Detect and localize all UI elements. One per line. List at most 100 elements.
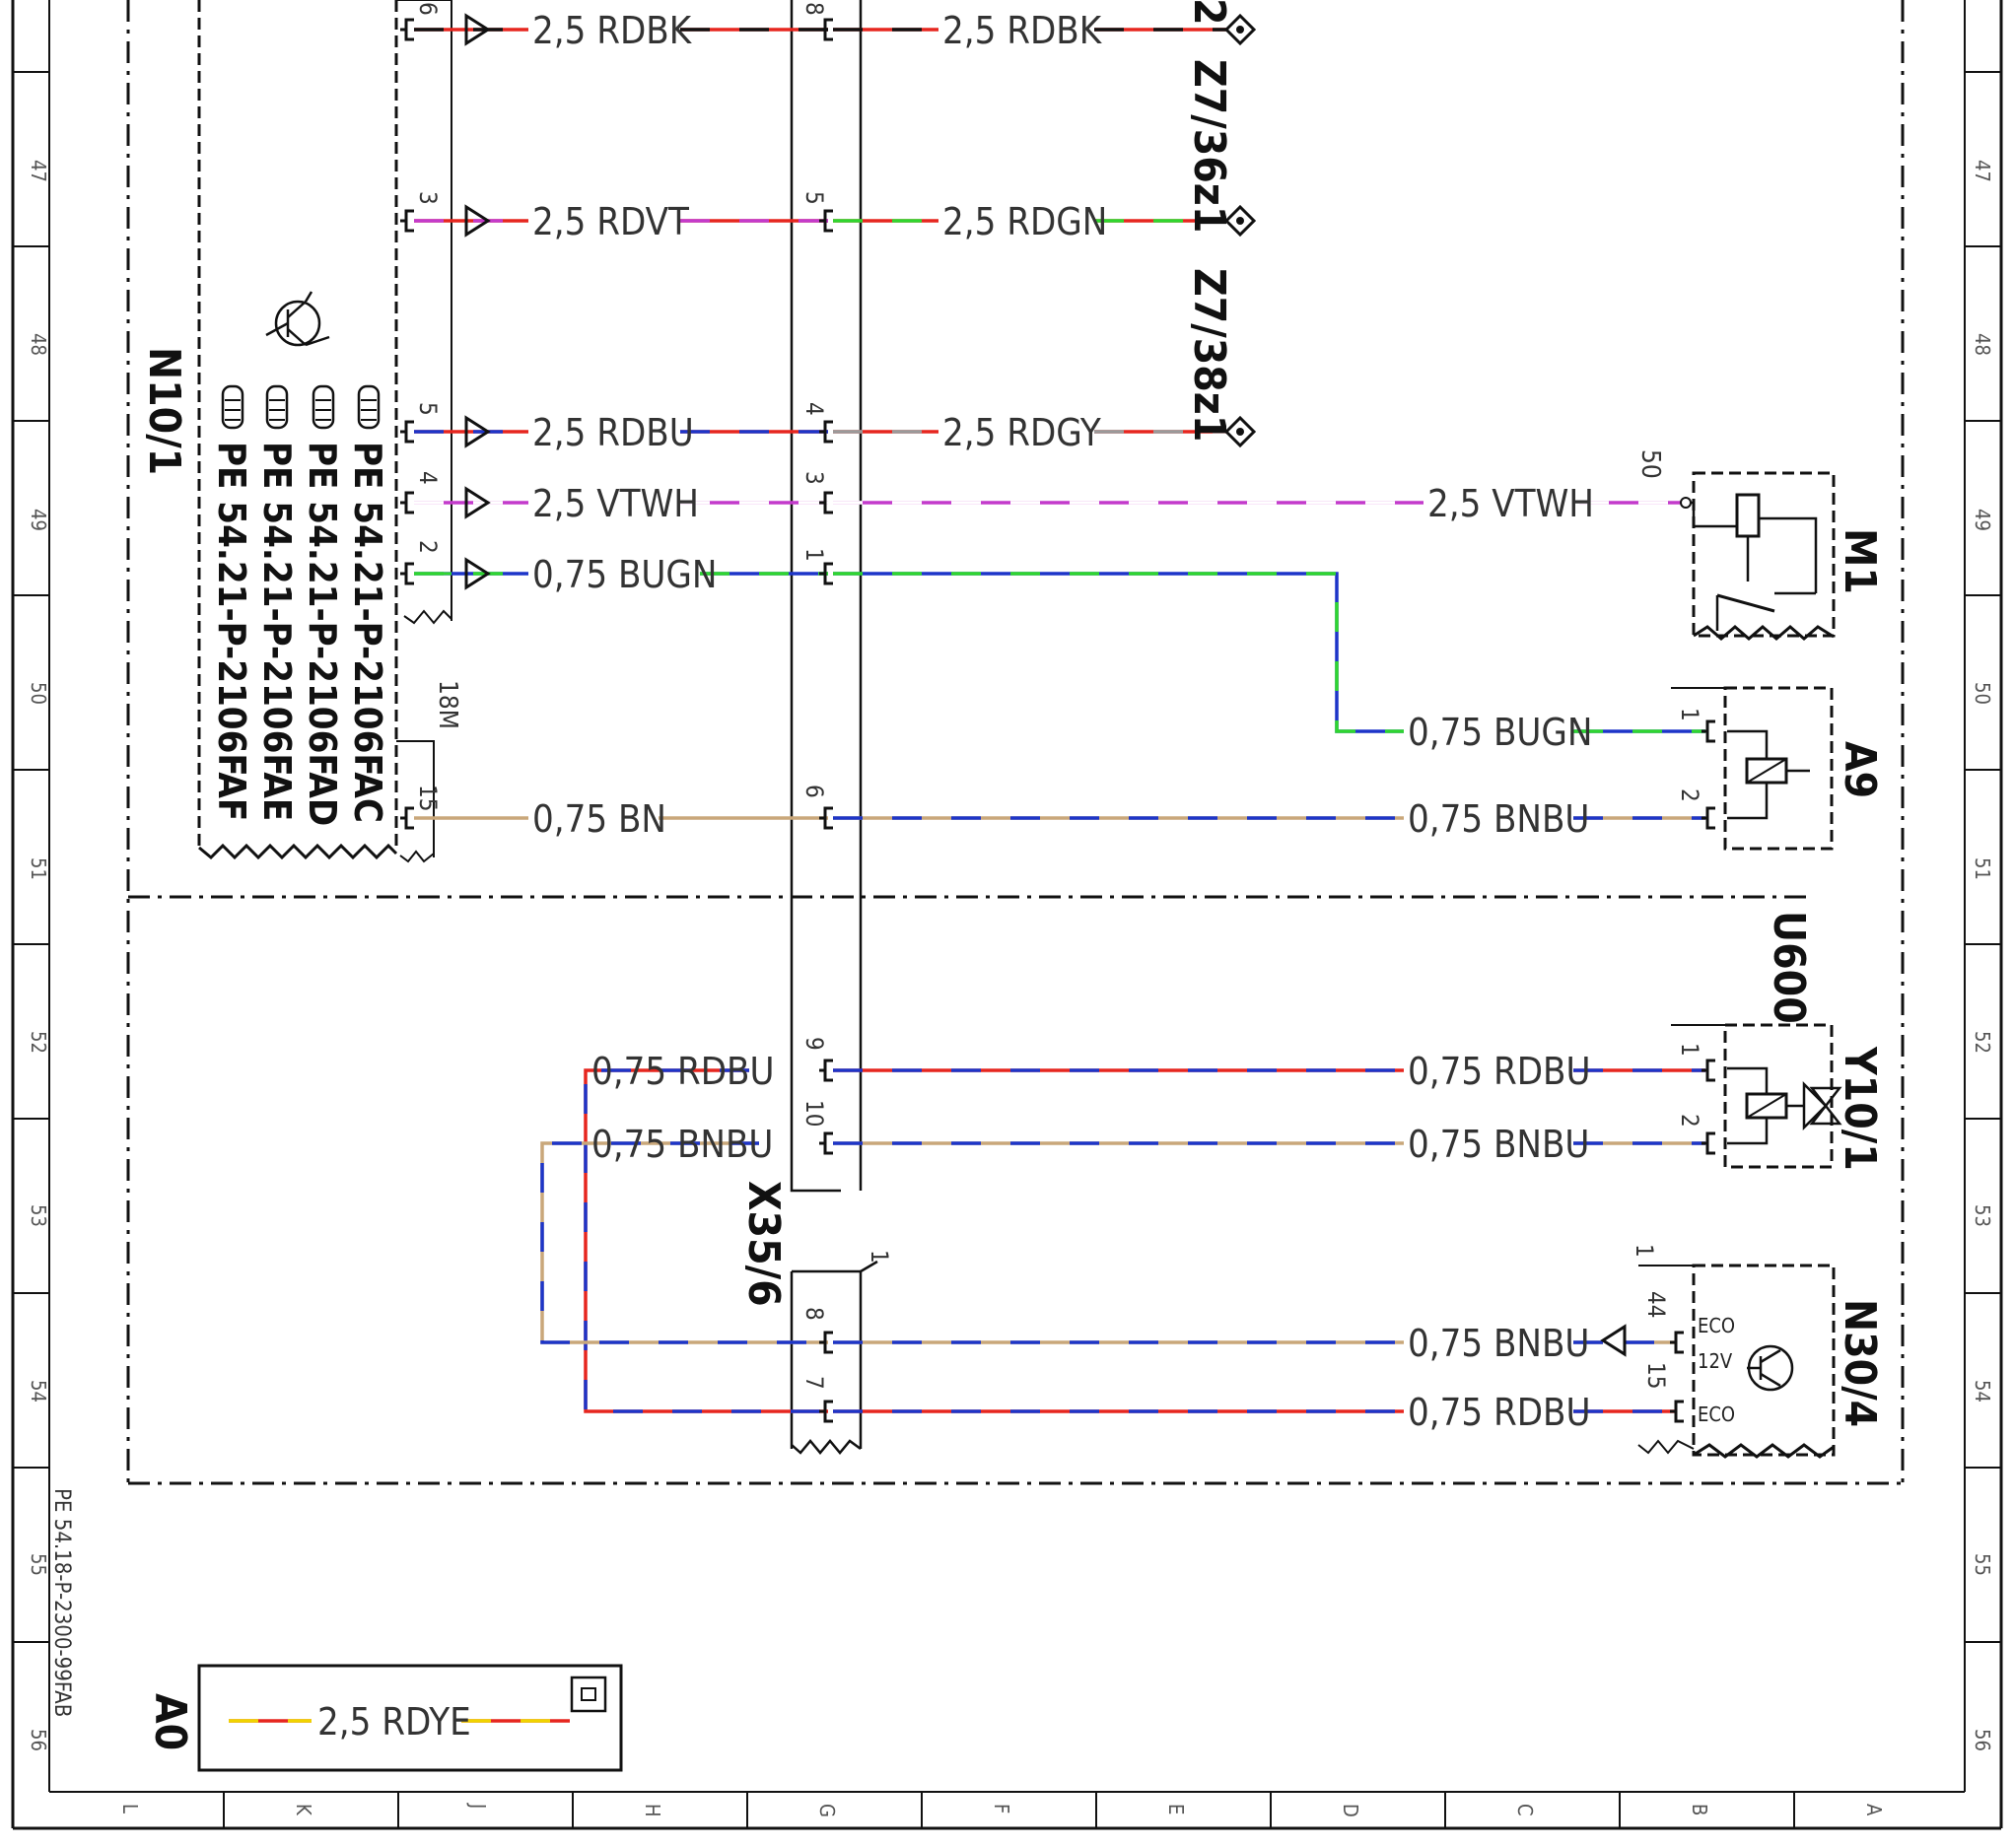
row-label: 53 [1971,1204,1994,1227]
sheet-frame [11,0,2003,1830]
pin-socket-icon [819,1400,833,1423]
row-label: 56 [1971,1729,1994,1751]
pin-socket-icon [819,562,833,585]
wire-label: 0,75 BNBU [1408,1322,1589,1365]
wire-label: 2,5 RDBK [942,9,1103,52]
pin-socket-icon [400,18,414,41]
splice-diamond-icon [1223,204,1257,238]
wire-loop [540,1141,828,1344]
device-pin-number: 15 [1642,1362,1670,1389]
n10-pin-number: 3 [414,191,442,205]
a9-component [1671,686,1834,851]
row-label: 52 [27,1031,50,1054]
n30-4-eco-label: ECO [1698,1314,1735,1337]
row-label: 47 [27,160,50,182]
y10-1-valve [1671,1023,1842,1169]
component-label-z7-36z1: Z7/36z1 [1184,59,1234,233]
component-label-z7-top: 2 [1184,0,1234,26]
wire-loop [584,1068,828,1413]
component-label-y10-1: Y10/1 [1835,1046,1885,1171]
row-label: 49 [1971,509,1994,531]
hand-pointer-icon [312,384,335,430]
pin-socket-icon [819,806,833,830]
device-pin-number: 1 [1676,1043,1703,1057]
hand-pointer-icon [221,384,244,430]
x35-pin-number: 9 [800,1037,828,1051]
pe-reference: PE 54.21-P-2106FAC [346,442,389,823]
wire-stripe-color [540,1141,828,1344]
wire-label: 0,75 BNBU [591,1123,773,1166]
transistor-icon [265,291,330,347]
row-ruler-left: 47 48 49 50 51 52 53 54 55 56 [27,160,50,1751]
pe-reference: PE 54.21-P-2106FAD [301,442,344,826]
pin-socket-icon [400,562,414,585]
n10-pin-number: 5 [414,402,442,416]
row-ruler-right: 47 48 49 50 51 52 53 54 55 56 [1971,160,1994,1751]
x35-pin-number: 10 [800,1100,828,1127]
x35-pin-number: 1 [800,548,828,562]
pin-socket-icon [819,1059,833,1082]
pin-socket-icon [400,420,414,444]
pin-socket-icon [400,491,414,514]
row-label: 52 [1971,1031,1994,1054]
column-label: J [466,1803,490,1809]
pe-reference: PE 54.21-P-2106FAE [255,442,299,821]
n10-pin-number: 4 [414,471,442,485]
column-label: C [1513,1804,1537,1816]
hand-pointer-icon [357,384,381,430]
wire-label: 0,75 BNBU [1408,797,1589,841]
device-pin-number: 44 [1642,1291,1670,1318]
n30-4-eco-label: ECO [1698,1403,1735,1426]
component-label-z7-38z1: Z7/38z1 [1184,268,1234,442]
row-label: 48 [27,333,50,356]
splice-points [1223,13,1257,448]
component-label-n30-4: N30/4 [1835,1299,1885,1427]
column-ruler: L K J H G F E D C B A [118,1803,1886,1817]
wire [833,572,1404,733]
area-boundaries [126,0,1905,1485]
row-label: 56 [27,1729,50,1751]
component-label-x35-6: X35/6 [738,1181,789,1307]
component-label-a9: A9 [1835,741,1885,798]
x35-lower-group-label: 1 [866,1250,893,1264]
wire-label: 2,5 RDGY [942,411,1101,454]
pin-socket-icon [819,420,833,444]
pin-socket-icon [1701,1059,1715,1082]
wire-label: 2,5 RDVT [532,200,689,243]
column-label: K [292,1804,315,1816]
x35-pin-number: 4 [800,402,828,416]
hand-pointer-icon [265,384,289,430]
row-label: 55 [1971,1553,1994,1576]
arrow-right-icon [464,204,491,238]
n30-4-control-unit [1637,1264,1836,1459]
row-label: 51 [1971,857,1994,880]
x35-pin-number: 3 [800,471,828,485]
pin-socket-icon [819,491,833,514]
pin-socket-icon [819,1331,833,1354]
n10-connector-housing [396,0,452,621]
n10-break-line [198,843,398,860]
row-ruler-ticks [13,71,2001,1643]
arrow-left-icon [1600,1324,1627,1357]
wire-label: 0,75 RDBU [591,1050,775,1093]
component-label-n10-1: N10/1 [139,347,189,475]
row-label: 55 [27,1553,50,1576]
column-label: B [1688,1804,1711,1815]
wire-label: 2,5 RDYE [317,1700,471,1744]
pin-socket-icon [1701,806,1715,830]
arrow-right-icon [464,486,491,519]
wire-label: 2,5 RDBK [532,9,693,52]
pin-socket-icon [1670,1400,1684,1423]
column-label: D [1339,1804,1362,1817]
wire-layer [229,13,1715,1723]
x35-pin-number: 8 [800,2,828,16]
wire-label: 2,5 VTWH [1427,482,1594,525]
wire-label: 0,75 RDBU [1408,1050,1591,1093]
column-label: H [641,1804,664,1817]
arrow-right-icon [464,557,491,590]
pin-socket-icon [819,1131,833,1155]
pin-socket-icon [819,18,833,41]
pin-socket-icon [1701,1131,1715,1155]
pointer-icons [221,384,381,430]
